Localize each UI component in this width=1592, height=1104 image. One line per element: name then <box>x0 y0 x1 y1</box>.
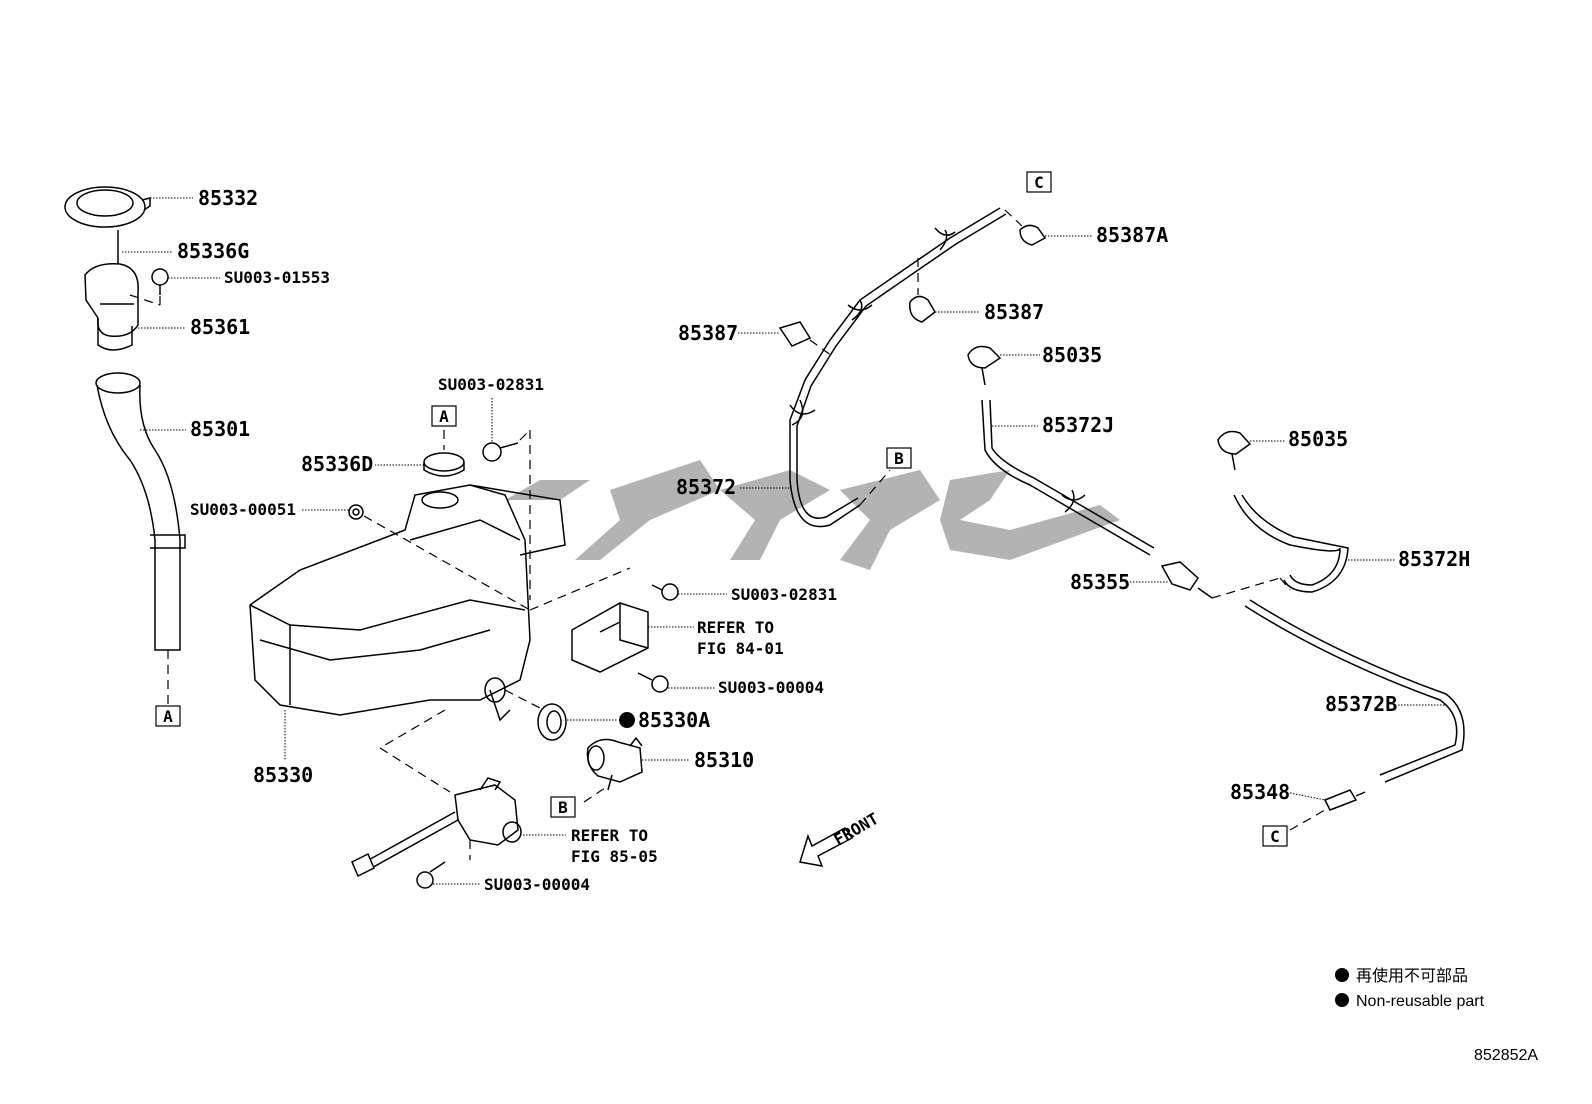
label-85035-a: 85035 <box>1042 343 1102 367</box>
ref-box-a-filler: A <box>155 705 181 727</box>
hose-clip-1 <box>934 227 956 251</box>
hose-clip-2 <box>847 299 873 321</box>
legend-dot-jp <box>1335 968 1349 982</box>
label-85361: 85361 <box>190 315 250 339</box>
nozzle-85035-a <box>967 345 1002 386</box>
joint-85355 <box>1160 561 1213 599</box>
front-label: FRONT <box>831 809 882 850</box>
label-refer-85-line1: REFER TO <box>571 826 648 845</box>
nut-su003-00051 <box>348 504 364 520</box>
washer-motor <box>351 777 522 878</box>
ref-box-c-bottom: C <box>1262 825 1288 847</box>
hose-85372B <box>1244 599 1465 783</box>
ref-c-bottom-text: C <box>1270 827 1280 846</box>
label-refer-84-line1: REFER TO <box>697 618 774 637</box>
legend: 再使用不可部品 Non-reusable part <box>1335 967 1485 1010</box>
hose-85372J <box>981 399 1155 556</box>
label-85372B: 85372B <box>1325 692 1397 716</box>
grommet-85336D <box>423 452 465 477</box>
label-85330A: 85330A <box>638 708 710 732</box>
hose-85372 <box>789 207 1007 528</box>
bolt-su003-02831-top <box>482 442 519 462</box>
legend-jp: 再使用不可部品 <box>1356 967 1468 985</box>
label-85387-right: 85387 <box>984 300 1044 324</box>
washer-tank-85330 <box>249 484 566 722</box>
label-85372J: 85372J <box>1042 413 1114 437</box>
check-valve-85348 <box>1323 789 1366 811</box>
sensor-bracket <box>571 602 649 673</box>
figure-id: 852852A <box>1474 1047 1538 1064</box>
label-85387A: 85387A <box>1096 223 1168 247</box>
label-85310: 85310 <box>694 748 754 772</box>
ref-box-b-hose: B <box>886 447 912 469</box>
label-85301: 85301 <box>190 417 250 441</box>
hose-clip-3 <box>789 399 816 426</box>
hose-85372H <box>1233 494 1349 593</box>
watermark-logo <box>470 460 1120 570</box>
bolt-su003-00004-mid <box>637 672 669 693</box>
label-refer-85-line2: FIG 85-05 <box>571 847 658 866</box>
label-85348: 85348 <box>1230 780 1290 804</box>
legend-en: Non-reusable part <box>1356 993 1485 1010</box>
clip-85387-left <box>778 321 812 347</box>
hose-clip-4 <box>1061 489 1086 513</box>
ref-c-top-text: C <box>1034 173 1044 192</box>
label-su003-00004-mid: SU003-00004 <box>718 678 824 697</box>
label-85387-left: 85387 <box>678 321 738 345</box>
clip-su003-01553 <box>151 268 169 295</box>
front-arrow <box>799 827 854 867</box>
label-85035-b: 85035 <box>1288 427 1348 451</box>
label-85355: 85355 <box>1070 570 1130 594</box>
filler-neck-85361 <box>84 262 139 351</box>
clip-85387A <box>1019 224 1047 246</box>
filler-cap-85332 <box>64 186 151 228</box>
filler-pipe-85301 <box>95 372 186 651</box>
bolt-su003-02831-mid <box>651 583 679 601</box>
ref-b-hose-text: B <box>894 449 904 468</box>
washer-pump-85310 <box>586 736 643 791</box>
ref-box-c-top: C <box>1026 171 1052 193</box>
nozzle-85035-b <box>1217 430 1252 471</box>
label-su003-02831-top: SU003-02831 <box>438 375 544 394</box>
label-85372H: 85372H <box>1398 547 1470 571</box>
pump-grommet-85330A <box>537 703 567 741</box>
label-85336D: 85336D <box>301 452 373 476</box>
legend-dot-en <box>1335 993 1349 1007</box>
label-85332: 85332 <box>198 186 258 210</box>
label-refer-84-line2: FIG 84-01 <box>697 639 784 658</box>
label-85336G: 85336G <box>177 239 249 263</box>
clip-85387-right <box>909 295 936 323</box>
ref-box-a-tank: A <box>431 405 457 427</box>
label-su003-01553: SU003-01553 <box>224 268 330 287</box>
ref-box-b-pump: B <box>550 796 576 818</box>
ref-b-pump-text: B <box>558 798 568 817</box>
label-su003-00004-bot: SU003-00004 <box>484 875 590 894</box>
ref-a-tank-text: A <box>439 407 449 426</box>
bolt-su003-00004-bot <box>416 861 446 889</box>
label-85372: 85372 <box>676 475 736 499</box>
ref-a-filler-text: A <box>163 707 173 726</box>
label-su003-00051: SU003-00051 <box>190 500 296 519</box>
non-reusable-mark <box>619 712 635 728</box>
label-85330: 85330 <box>253 763 313 787</box>
label-su003-02831-mid: SU003-02831 <box>731 585 837 604</box>
